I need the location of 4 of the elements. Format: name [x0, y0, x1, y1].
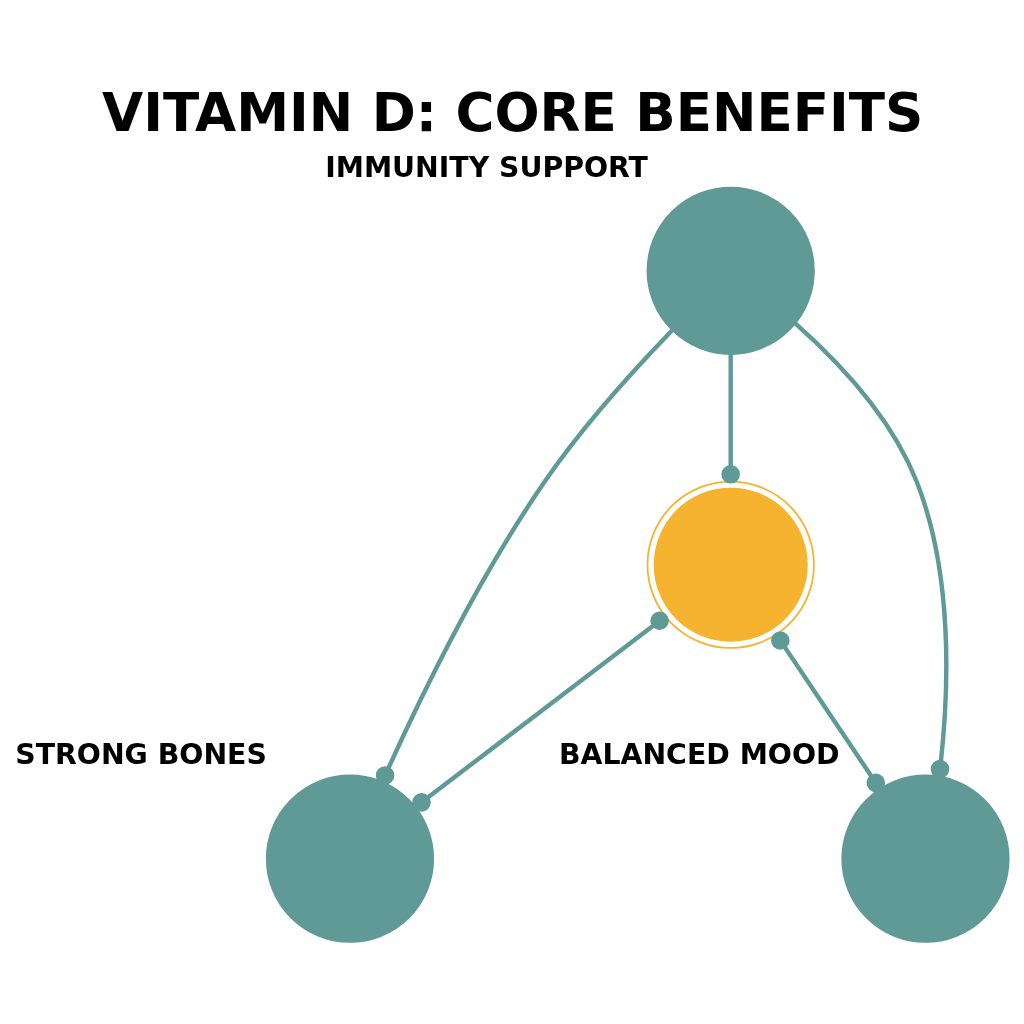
diagram-title: VITAMIN D: CORE BENEFITS	[102, 81, 924, 144]
node-label: IMMUNITY SUPPORT	[325, 150, 648, 184]
node-label: BALANCED MOOD	[558, 737, 840, 771]
node-label: STRONG BONES	[15, 737, 267, 771]
